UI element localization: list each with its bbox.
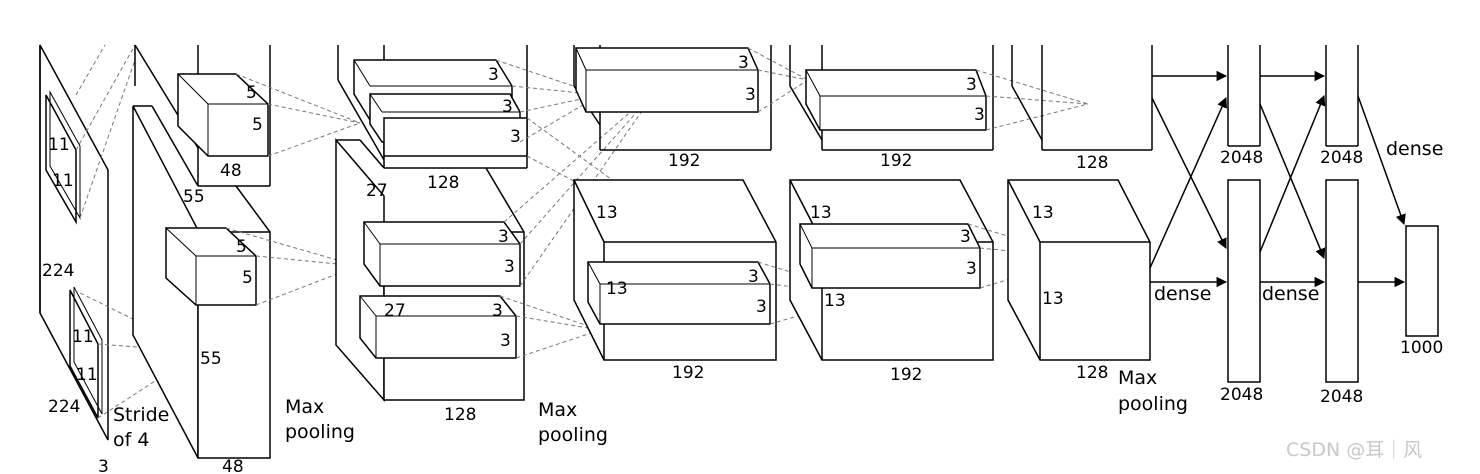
output-bar (1405, 225, 1439, 337)
conv3-bottom-depth-label: 192 (672, 363, 704, 383)
conv1-top-kernel-label-1: 5 (246, 83, 257, 103)
conv1-bottom-depth-label: 48 (222, 457, 244, 474)
input-kernel-bot-label: 11 (72, 327, 94, 347)
fc7-bottom-size-label: 2048 (1320, 387, 1363, 407)
conv1-top-block (134, 44, 361, 187)
conv4-bottom-inner-size-label: 13 (824, 291, 846, 311)
conv4-bottom-size-label: 13 (810, 203, 832, 223)
conv3-bottom-kernel-label-1: 3 (748, 267, 759, 287)
conv5-top-depth-label: 128 (1076, 153, 1108, 173)
conv5-pool-label-line2: pooling (1118, 393, 1188, 415)
conv1-top-kernel-label-2: 5 (252, 115, 263, 135)
conv5-top-block (1011, 45, 1153, 151)
fc6-bottom-size-label: 2048 (1220, 385, 1263, 405)
stride-label-line2: of 4 (113, 429, 149, 451)
output-size-label: 1000 (1400, 338, 1443, 358)
conv1-pool-label-line1: Max (285, 396, 324, 418)
fc-arrows (1149, 70, 1406, 288)
conv2-top-depth-label: 128 (427, 173, 459, 193)
conv4-top-depth-label: 192 (880, 151, 912, 171)
conv3-top-kernel-label-2: 3 (745, 85, 756, 105)
conv3-bottom-kernel-label-2: 3 (756, 297, 767, 317)
conv3-top-block (573, 45, 809, 151)
fc6-top-size-label: 2048 (1220, 148, 1263, 168)
csdn-watermark: CSDN @耳｜风 (1286, 439, 1422, 461)
input-kernel-top-label-2: 11 (52, 171, 74, 191)
fc6-top-bar (1227, 45, 1261, 147)
fc7-bottom-bar (1325, 179, 1359, 383)
dense-label-2: dense (1262, 283, 1319, 305)
conv5-pool-label-line1: Max (1118, 367, 1157, 389)
dense-label-3: dense (1386, 138, 1443, 160)
conv2-bottom-inner-size-label: 27 (384, 301, 406, 321)
conv2-bottom-kernel-label-2: 3 (504, 257, 515, 277)
fc7-top-bar (1325, 45, 1359, 147)
conv1-size-label: 55 (183, 187, 205, 207)
conv3-bottom-size-label: 13 (596, 203, 618, 223)
input-kernel-top-label: 11 (48, 135, 70, 155)
conv3-bottom-block (573, 179, 869, 361)
input-height-label: 224 (42, 261, 74, 281)
conv1-pool-label-line2: pooling (285, 421, 355, 443)
conv2-pool-label-line1: Max (538, 399, 577, 421)
input-kernel-bot-label-2: 11 (76, 365, 98, 385)
conv2-top-block (337, 45, 726, 263)
conv1-bottom-kernel-label-2: 5 (242, 268, 253, 288)
conv1-bottom-size-label: 55 (200, 349, 222, 369)
stride-label-line1: Stride (113, 404, 169, 426)
conv2-size-label: 27 (366, 181, 388, 201)
conv2-bottom-block (335, 87, 659, 402)
conv5-bottom-inner-size-label: 13 (1042, 289, 1064, 309)
conv3-top-depth-label: 192 (668, 151, 700, 171)
conv1-top-depth-label: 48 (220, 161, 242, 181)
conv2-top-kernel-label-2: 3 (502, 97, 513, 117)
conv4-bottom-kernel-label-2: 3 (966, 259, 977, 279)
conv2-top-kernel-label-3: 3 (510, 127, 521, 147)
conv5-bottom-block (1007, 179, 1151, 361)
input-depth-label: 3 (98, 457, 109, 474)
conv2-bottom-kernel-label-1: 3 (498, 227, 509, 247)
conv5-bottom-size-label: 13 (1032, 203, 1054, 223)
conv5-bottom-depth-label: 128 (1076, 363, 1108, 383)
conv4-top-kernel-label-2: 3 (974, 105, 985, 125)
conv3-top-kernel-label-1: 3 (738, 53, 749, 73)
input-width-label: 224 (48, 397, 80, 417)
dense-label-1: dense (1154, 283, 1211, 305)
conv2-bottom-inner-kernel-label-1: 3 (492, 301, 503, 321)
conv2-bottom-depth-label: 128 (444, 405, 476, 425)
fc7-top-size-label: 2048 (1320, 148, 1363, 168)
conv2-top-kernel-label-1: 3 (488, 65, 499, 85)
conv2-bottom-inner-kernel-label-2: 3 (500, 331, 511, 351)
conv1-bottom-kernel-label-1: 5 (236, 237, 247, 257)
conv4-top-kernel-label-1: 3 (966, 75, 977, 95)
conv2-pool-label-line2: pooling (538, 424, 608, 446)
conv4-bottom-depth-label: 192 (890, 365, 922, 385)
conv3-bottom-inner-size-label: 13 (606, 279, 628, 299)
conv4-bottom-block (789, 179, 1081, 361)
fc6-bottom-bar (1227, 179, 1261, 383)
conv4-bottom-kernel-label-1: 3 (960, 227, 971, 247)
conv4-top-block (789, 45, 1089, 151)
